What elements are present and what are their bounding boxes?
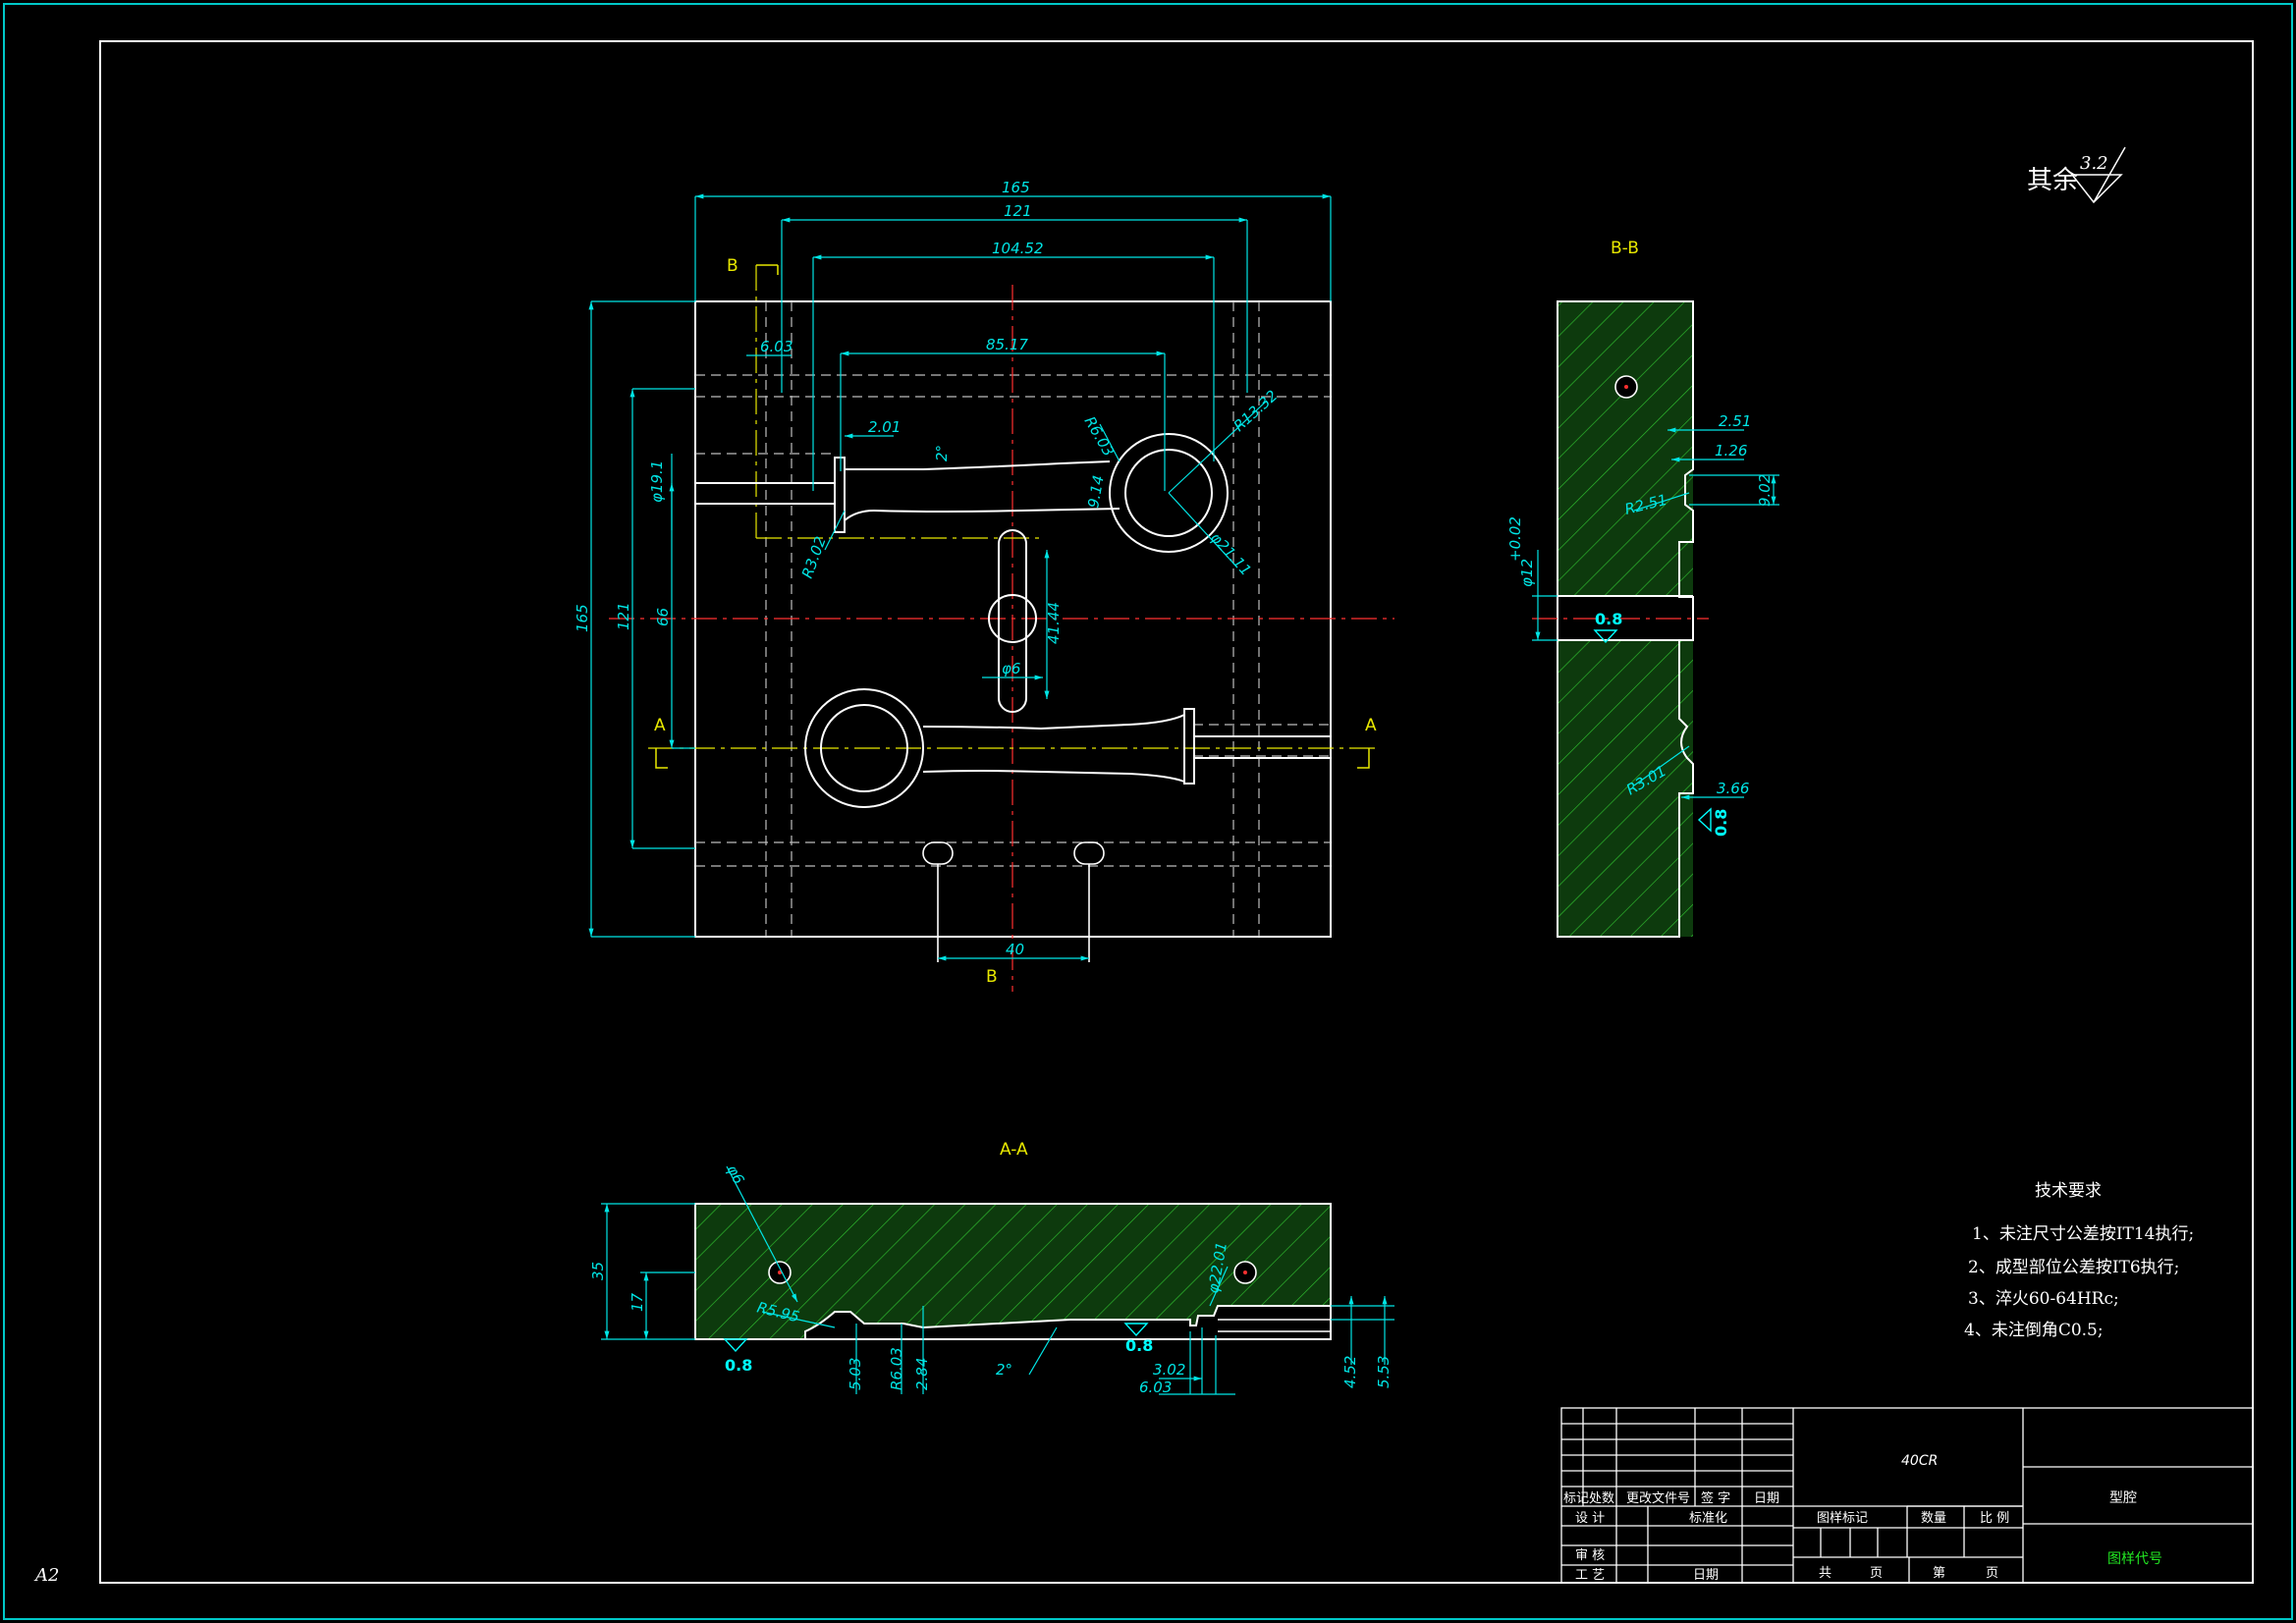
dim-66-height: 66 [654, 608, 672, 626]
surface-roughness-note: 其余 3.2 [2027, 146, 2126, 204]
tb-rev-mark: 标记 [1563, 1491, 1589, 1506]
aa-dim-angle-2: 2° [996, 1361, 1012, 1379]
aa-dim-6-03: 6.03 [1139, 1379, 1172, 1396]
aa-roughness-mid: 0.8 [1125, 1336, 1153, 1355]
section-aa-view: A-A [589, 1140, 1394, 1396]
tb-standard: 标准化 [1689, 1511, 1727, 1526]
dim-40: 40 [1006, 941, 1024, 958]
tb-drawing-no: 图样代号 [2107, 1551, 2162, 1567]
tb-stage-mark: 图样标记 [1817, 1511, 1868, 1526]
tech-requirements: 技术要求 1、未注尺寸公差按IT14执行; 2、成型部位公差按IT6执行; 3、… [1964, 1181, 2194, 1340]
lower-cavity [804, 688, 1331, 808]
aa-dim-r6-03: R6.03 [888, 1347, 905, 1390]
tb-rev-date: 日期 [1754, 1491, 1779, 1506]
tb-scale: 比 例 [1980, 1511, 2009, 1526]
tb-design: 设 计 [1575, 1511, 1605, 1526]
dim-phi21-11: φ21.11 [1207, 529, 1255, 579]
dim-121-height: 121 [615, 602, 632, 630]
dim-121-width: 121 [1004, 202, 1032, 220]
aa-plate-outline [694, 1203, 1332, 1340]
bb-hatch-top [1558, 301, 1693, 596]
tech-item-1: 1、未注尺寸公差按IT14执行; [1972, 1224, 2194, 1244]
dim-2-01: 2.01 [868, 418, 901, 436]
tech-title: 技术要求 [2035, 1181, 2102, 1201]
centerlines [609, 285, 1394, 992]
tech-item-2: 2、成型部位公差按IT6执行; [1968, 1258, 2179, 1277]
tb-quantity: 数量 [1921, 1511, 1946, 1526]
aa-dim-5-03: 5.03 [847, 1358, 864, 1390]
bb-outline [1557, 300, 1694, 938]
dim-r6-03: R6.03 [1081, 413, 1119, 460]
main-dim-lines [588, 193, 1332, 961]
bb-dim-9-02: 9.02 [1756, 474, 1774, 507]
bb-dim-3-66: 3.66 [1717, 780, 1749, 797]
tech-item-3: 3、淬火60-64HRc; [1968, 1289, 2119, 1309]
tb-rev-sign: 签 字 [1701, 1490, 1730, 1506]
tb-date: 日期 [1693, 1568, 1719, 1583]
tb-page: 页 [1870, 1566, 1883, 1581]
upper-cavity [695, 433, 1229, 713]
title-block [1560, 1407, 2254, 1584]
cut-arrow-b-top [756, 264, 779, 275]
main-view: 165 121 104.52 85.17 6.03 2.01 2° R6.03 … [574, 179, 1394, 992]
roughness-symbol [2070, 146, 2126, 204]
cut-arrow-a-left [655, 748, 668, 769]
cut-arrow-a-right [1357, 748, 1370, 769]
dim-41-44: 41.44 [1045, 602, 1063, 644]
aa-dim-4-52: 4.52 [1341, 1356, 1359, 1388]
cut-label-b-bottom: B [986, 967, 998, 987]
cut-label-a-left: A [654, 716, 666, 735]
tb-review: 审 核 [1575, 1548, 1605, 1563]
dim-104-52: 104.52 [992, 240, 1044, 257]
roughness-value: 3.2 [2080, 153, 2108, 174]
outer-frame [3, 3, 2293, 1620]
tb-part-name: 型腔 [2109, 1490, 2137, 1506]
dim-6-03: 6.03 [760, 338, 793, 355]
dim-r3-02: R3.02 [798, 534, 830, 580]
aa-roughness-left: 0.8 [725, 1356, 752, 1375]
tb-process: 工 艺 [1575, 1568, 1605, 1583]
aa-dim-17: 17 [629, 1292, 646, 1312]
bb-dim-phi12: φ12 [1518, 559, 1536, 587]
dim-r13-32: R13.32 [1230, 387, 1282, 435]
tb-sheet: 第 [1933, 1566, 1945, 1581]
section-lines [648, 265, 1375, 749]
sheet-size-label: A2 [33, 1565, 59, 1586]
tb-material: 40CR [1901, 1453, 1938, 1469]
tb-rev-count: 处数 [1589, 1491, 1614, 1506]
dim-overall-width: 165 [1002, 179, 1030, 196]
bb-hatch-bottom [1558, 640, 1693, 937]
aa-dim-35: 35 [589, 1262, 607, 1280]
bb-roughness-1: 0.8 [1595, 610, 1622, 628]
dim-angle-2: 2° [933, 445, 951, 461]
aa-dim-3-02: 3.02 [1153, 1361, 1185, 1379]
tb-page-2: 页 [1986, 1566, 1998, 1581]
pin-holes [922, 841, 1105, 962]
bb-dim-1-26: 1.26 [1715, 442, 1747, 460]
aa-dim-phi6: φ6 [723, 1162, 747, 1187]
section-aa-title: A-A [1000, 1140, 1028, 1160]
tb-total: 共 [1819, 1566, 1831, 1581]
roughness-prefix: 其余 [2027, 166, 2078, 195]
bb-dim-tol: +0.02 [1506, 516, 1524, 562]
dim-165-height: 165 [574, 604, 591, 632]
dim-phi6: φ6 [1002, 660, 1020, 677]
bb-roughness-2: 0.8 [1712, 809, 1730, 837]
tb-rev-doc: 更改文件号 [1626, 1491, 1690, 1506]
section-bb-view: B-B 2.51 1.26 R2.51 9.02 φ12 +0.02 0.8 R… [1506, 239, 1779, 938]
inner-frame [99, 40, 2254, 1584]
dim-9-14: 9.14 [1084, 474, 1108, 510]
aa-dim-5-53: 5.53 [1375, 1356, 1393, 1388]
section-bb-title: B-B [1611, 239, 1639, 258]
cut-label-a-right: A [1365, 716, 1377, 735]
aa-hatch-body [694, 1203, 1332, 1340]
dim-phi19-1: φ19.1 [648, 460, 666, 503]
cut-label-b-top: B [727, 256, 738, 276]
dim-85-17: 85.17 [986, 336, 1028, 353]
tech-item-4: 4、未注倒角C0.5; [1964, 1321, 2104, 1340]
aa-dim-2-84: 2.84 [913, 1358, 931, 1390]
bb-dim-2-51: 2.51 [1719, 412, 1751, 430]
